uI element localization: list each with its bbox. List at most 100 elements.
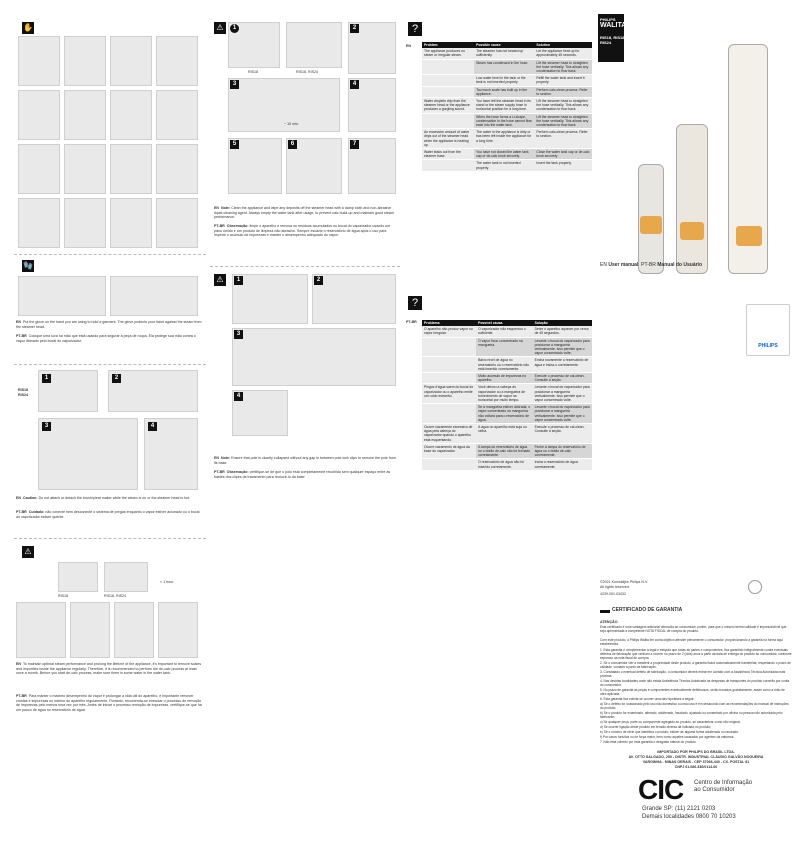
storage-note-en: EN Note: Ensure that pole is closely col…	[214, 456, 396, 465]
table-cell: O vaporizador não esquentou o suficiente…	[476, 326, 533, 338]
warranty-para: Com este produto, a Philips Walita lhe c…	[600, 638, 783, 646]
table-row: The water tank is not inserted properly.…	[422, 159, 592, 172]
table-header: Solution	[534, 42, 592, 49]
table-cell: Baixo nível de água no reservatório ou o…	[476, 356, 533, 374]
descale-model-label: RIS18, RIS24	[104, 594, 126, 598]
garment-photo	[18, 144, 60, 194]
descale-illustration	[58, 562, 98, 592]
divider	[14, 538, 206, 539]
step-number: 1	[234, 276, 243, 285]
garment-photo	[156, 198, 198, 248]
garment-photo	[64, 144, 106, 194]
table-header: Solução	[532, 320, 592, 327]
troubleshooting-table-en: Problem Possible cause Solution The appl…	[422, 42, 592, 172]
clean-step-illustration	[228, 78, 340, 132]
model-label: RIS18 RIS24	[18, 388, 28, 397]
garment-photo	[18, 36, 60, 86]
descale-text-pt: PT-BR Para manter o máximo desempenho do…	[16, 694, 202, 712]
table-cell	[422, 372, 477, 385]
storage-step-illustration	[232, 274, 308, 324]
table-cell	[422, 356, 477, 374]
divider	[210, 266, 400, 267]
table-cell	[422, 403, 477, 425]
table-cell: Ocorre vazamento de água da base do vapo…	[422, 443, 477, 460]
warranty-item: 3. Constatado o eventual defeito de fabr…	[600, 670, 786, 678]
cic-phone: Grande SP: (11) 2121 0203	[642, 806, 716, 812]
storage-step-illustration	[232, 328, 396, 386]
step-number: 4	[148, 422, 157, 431]
clean-step-illustration	[286, 22, 342, 68]
table-cell	[422, 59, 475, 76]
warranty-title: CERTIFICADO DE GARANTIA	[612, 607, 683, 613]
table-header: Problem	[422, 42, 475, 49]
cleaning-icon: ⚠	[214, 22, 226, 34]
table-cell: Execute o processo de cal-clean. Consult…	[532, 372, 592, 385]
table-header: Possible cause	[474, 42, 535, 49]
table-row: Steam has condensed in the hose.Lift the…	[422, 59, 592, 76]
table-row: Se a mangueira estiver dobrada, o vapor …	[422, 403, 592, 425]
table-cell: The water in the appliance is dirty or h…	[474, 128, 535, 150]
table-row: Water leaks out from the steamer base.Yo…	[422, 148, 592, 161]
clean-model-label: RIS18, RIS24	[296, 70, 318, 74]
table-cell: Você deixou a cabeça do vaporizador ou a…	[476, 383, 533, 405]
table-cell: A tampa do reservatório de água ou o bot…	[476, 443, 533, 460]
glove-text-en: EN Put the glove on the hand you are usi…	[16, 320, 202, 329]
table-row: Too much scale has built up in the appli…	[422, 86, 592, 99]
warranty-item: c) Se qualquer peça, parte ou componente…	[600, 720, 741, 724]
warranty-item: 4. Nas devidas localidades onde não exis…	[600, 679, 790, 687]
step-number: 4	[350, 80, 359, 89]
caution-text-en: EN Caution: Do not attach or detach the …	[16, 496, 190, 500]
table-cell: An excessive amount of water drips out o…	[422, 128, 475, 150]
garment-photo	[110, 36, 152, 86]
table-cell: Feche a tampa do reservatório de água ou…	[532, 443, 592, 460]
table-cell: O reservatório de água não foi inserido …	[476, 458, 533, 471]
warranty-item: a) Se o defeito for ocasionado pelo uso …	[600, 702, 789, 710]
importer: IMPORTADO POR PHILIPS DO BRASIL LTDA.	[657, 750, 735, 754]
table-cell	[422, 159, 475, 172]
table-cell: Pingos d'água saem do bocal do vaporizad…	[422, 383, 477, 405]
table-cell	[422, 86, 475, 99]
divider	[14, 254, 206, 255]
brush-step-illustration	[108, 370, 198, 412]
steamer-product-image	[676, 124, 708, 274]
descale-illustration	[104, 562, 148, 592]
step-number: 2	[112, 374, 121, 383]
table-lang-en: EN	[406, 44, 411, 48]
column-4: PHILIPS WALITA RIS18, RIS18 RIS24 EN Use…	[598, 14, 794, 837]
step-number: 6	[288, 140, 297, 149]
table-cell	[422, 458, 477, 471]
table-row: Baixo nível de água no reservatório ou o…	[422, 356, 592, 374]
steamer-base	[680, 222, 704, 240]
table-row: An excessive amount of water drips out o…	[422, 128, 592, 150]
garment-photo	[64, 90, 106, 140]
garment-photo	[110, 144, 152, 194]
warranty-item: b) Se o produto for examinado, alterado,…	[600, 711, 783, 719]
warranty-list: 1. Esta garantia é complementar à legal …	[600, 648, 792, 745]
philips-shield-logo: PHILIPS	[746, 304, 790, 356]
steamer-base	[736, 226, 762, 246]
cnpj: CNPJ 61.086.336/0114-06	[674, 765, 718, 769]
glove-text-pt: PT-BR Coloque uma luva na mão que está u…	[16, 334, 196, 343]
warranty-item: 7. Não está coberto por esta garantia o …	[600, 740, 697, 744]
warranty-item: 1. Esta garantia é complementar à legal …	[600, 648, 792, 660]
step-number: 3	[234, 330, 243, 339]
storage-note-pt: PT-BR Observação: certifique-se de que o…	[214, 470, 391, 479]
table-cell: Muito acúmulo de impurezas no aparelho.	[476, 372, 533, 385]
table-cell: Refill the water tank and insert it prop…	[534, 74, 592, 87]
table-cell: Too much scale has built up in the appli…	[474, 86, 535, 99]
step-number: 2	[350, 24, 359, 33]
address-line: VARGINHA - MINAS GERAIS - CEP 37066-440 …	[642, 760, 750, 764]
table-cell: The steamer has not heated up sufficient…	[474, 48, 535, 60]
table-row: O aparelho não produz vapor ou vapor irr…	[422, 326, 592, 338]
step-number: 3	[42, 422, 51, 431]
clean-timer: ~ 10 min.	[284, 122, 299, 126]
column-3: ? EN Problem Possible cause Solution The…	[404, 14, 594, 837]
table-row: Water droplets drip from the steamer hea…	[422, 97, 592, 114]
step-number: 3	[230, 80, 239, 89]
copyright: ©2021 Koninklijke Philips N.V. All right…	[600, 580, 649, 589]
table-cell: Lift the steamer head to straighten the …	[534, 113, 592, 130]
table-row: O vapor ficou concentrado na mangueira.L…	[422, 337, 592, 358]
descale-step-illustration	[70, 602, 110, 658]
table-cell: Deixe o aparelho aquecer por cerca de 45…	[532, 326, 592, 338]
table-header: Possível causa	[476, 320, 533, 327]
